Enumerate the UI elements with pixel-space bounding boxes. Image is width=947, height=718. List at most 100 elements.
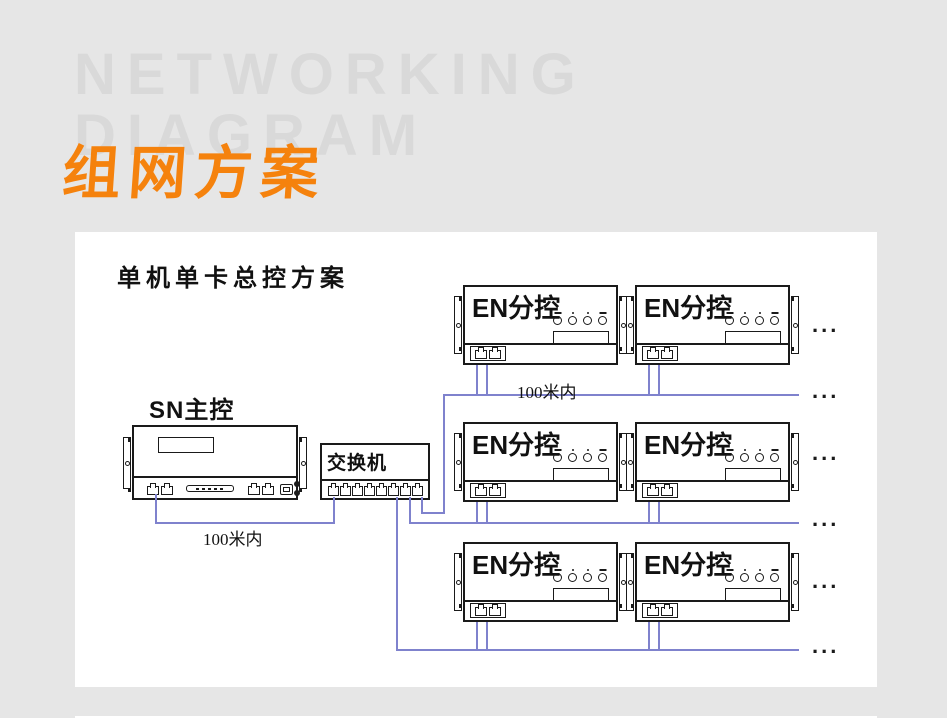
cable-row3-dev1-port2 — [486, 622, 488, 651]
rj45-port-icon — [161, 483, 173, 495]
rj45-port-pair-icon — [248, 483, 274, 495]
knob-icon — [770, 573, 779, 582]
rj45-port-pair-icon — [147, 483, 173, 495]
rj45-port-icon — [475, 484, 487, 496]
mounting-ear-icon — [123, 437, 131, 489]
rj45-port-icon — [647, 604, 659, 616]
rj45-port-icon — [647, 347, 659, 359]
slave-device-label: EN分控 — [644, 550, 733, 580]
watermark-text: NETWORKING DIAGRAM — [74, 44, 587, 166]
ellipsis-row3-devices: ... — [812, 568, 840, 593]
slave-device-row2-col1: EN分控 — [454, 422, 627, 502]
rj45-port-icon — [327, 483, 339, 496]
rj45-port-pair-icon — [642, 346, 678, 361]
knob-icon — [598, 316, 607, 325]
cable-sn-to-switch — [155, 522, 335, 524]
led-dot-icon — [294, 490, 300, 496]
knob-icon — [755, 316, 764, 325]
slave-device-body: EN分控 — [635, 422, 790, 502]
slave-device-row3-col1: EN分控 — [454, 542, 627, 622]
ellipsis-row1-bus: ... — [812, 378, 840, 403]
cable-row1-dev2-port1 — [648, 365, 650, 396]
switch-device: 交换机 — [320, 443, 430, 500]
watermark-line-2: DIAGRAM — [74, 103, 429, 168]
rj45-port-icon — [147, 483, 159, 495]
slave-device-label: EN分控 — [644, 293, 733, 323]
cable-row3-dev1-port1 — [476, 622, 478, 651]
rj45-port-icon — [661, 604, 673, 616]
slave-port-strip — [637, 600, 788, 620]
led-dot-icon — [294, 481, 300, 487]
diagram-title: 单机单卡总控方案 — [117, 265, 349, 292]
knob-icon — [568, 453, 577, 462]
rj45-port-icon — [387, 483, 399, 496]
knob-icon — [755, 573, 764, 582]
rj45-port-pair-icon — [470, 346, 506, 361]
slave-device-row3-col2: EN分控 — [626, 542, 799, 622]
mounting-ear-icon — [299, 437, 307, 489]
rj45-port-pair-icon — [470, 603, 506, 618]
distance-label-sn: 100米内 — [203, 530, 263, 549]
rj45-port-icon — [363, 483, 375, 496]
cable-row1-dev2-port2 — [658, 365, 660, 396]
rotary-switch-icons — [553, 573, 607, 582]
knob-icon — [740, 316, 749, 325]
distance-label-row1: 100米内 — [517, 383, 577, 402]
rj45-port-pair-icon — [470, 483, 506, 498]
rj45-port-pair-icon — [642, 603, 678, 618]
knob-icon — [725, 316, 734, 325]
master-port-strip — [134, 476, 300, 498]
ellipsis-row1-devices: ... — [812, 312, 840, 337]
rj45-port-icon — [647, 484, 659, 496]
switch-port-strip — [322, 479, 428, 498]
rotary-switch-icons — [553, 453, 607, 462]
mounting-ear-icon — [626, 433, 634, 491]
cable-bus-row3 — [396, 649, 799, 651]
cable-row3-dev2-port1 — [648, 622, 650, 651]
slave-device-body: EN分控 — [635, 285, 790, 365]
slave-port-strip — [465, 600, 616, 620]
cable-switch-port7-drop — [409, 497, 411, 524]
knob-icon — [583, 573, 592, 582]
cable-riser-row1 — [443, 394, 445, 514]
rotary-switch-icons — [725, 573, 779, 582]
rj45-port-icon — [411, 483, 423, 496]
rj45-port-icon — [661, 484, 673, 496]
mounting-ear-icon — [626, 553, 634, 611]
watermark-line-1: NETWORKING — [74, 42, 587, 107]
slave-device-body: EN分控 — [463, 422, 618, 502]
knob-icon — [770, 316, 779, 325]
rotary-switch-icons — [725, 453, 779, 462]
slave-device-body: EN分控 — [463, 285, 618, 365]
rj45-port-icon — [351, 483, 363, 496]
slave-port-strip — [637, 480, 788, 500]
knob-icon — [725, 453, 734, 462]
knob-icon — [770, 453, 779, 462]
cable-switch-port8-drop — [421, 497, 423, 514]
cable-row1-dev1-port2 — [486, 365, 488, 396]
rj45-port-icon — [262, 483, 274, 495]
slave-device-label: EN分控 — [472, 430, 561, 460]
ellipsis-row3-bus: ... — [812, 633, 840, 658]
slave-device-label: EN分控 — [644, 430, 733, 460]
slave-device-row1-col2: EN分控 — [626, 285, 799, 365]
knob-icon — [583, 316, 592, 325]
knob-icon — [755, 453, 764, 462]
knob-icon — [740, 453, 749, 462]
slave-device-row1-col1: EN分控 — [454, 285, 627, 365]
slave-device-label: EN分控 — [472, 293, 561, 323]
master-device-body — [132, 425, 300, 500]
cable-sn-drop — [155, 494, 157, 524]
slave-device-label: EN分控 — [472, 550, 561, 580]
mounting-ear-icon — [791, 433, 799, 491]
master-device — [123, 425, 307, 500]
page-title: 组网方案 — [60, 141, 329, 206]
mounting-ear-icon — [454, 433, 462, 491]
cable-switch-port6-drop — [396, 497, 398, 651]
slave-port-strip — [465, 343, 616, 363]
cable-row2-dev2-port1 — [648, 502, 650, 524]
rotary-switch-icons — [553, 316, 607, 325]
knob-icon — [553, 573, 562, 582]
mounting-ear-icon — [791, 296, 799, 354]
